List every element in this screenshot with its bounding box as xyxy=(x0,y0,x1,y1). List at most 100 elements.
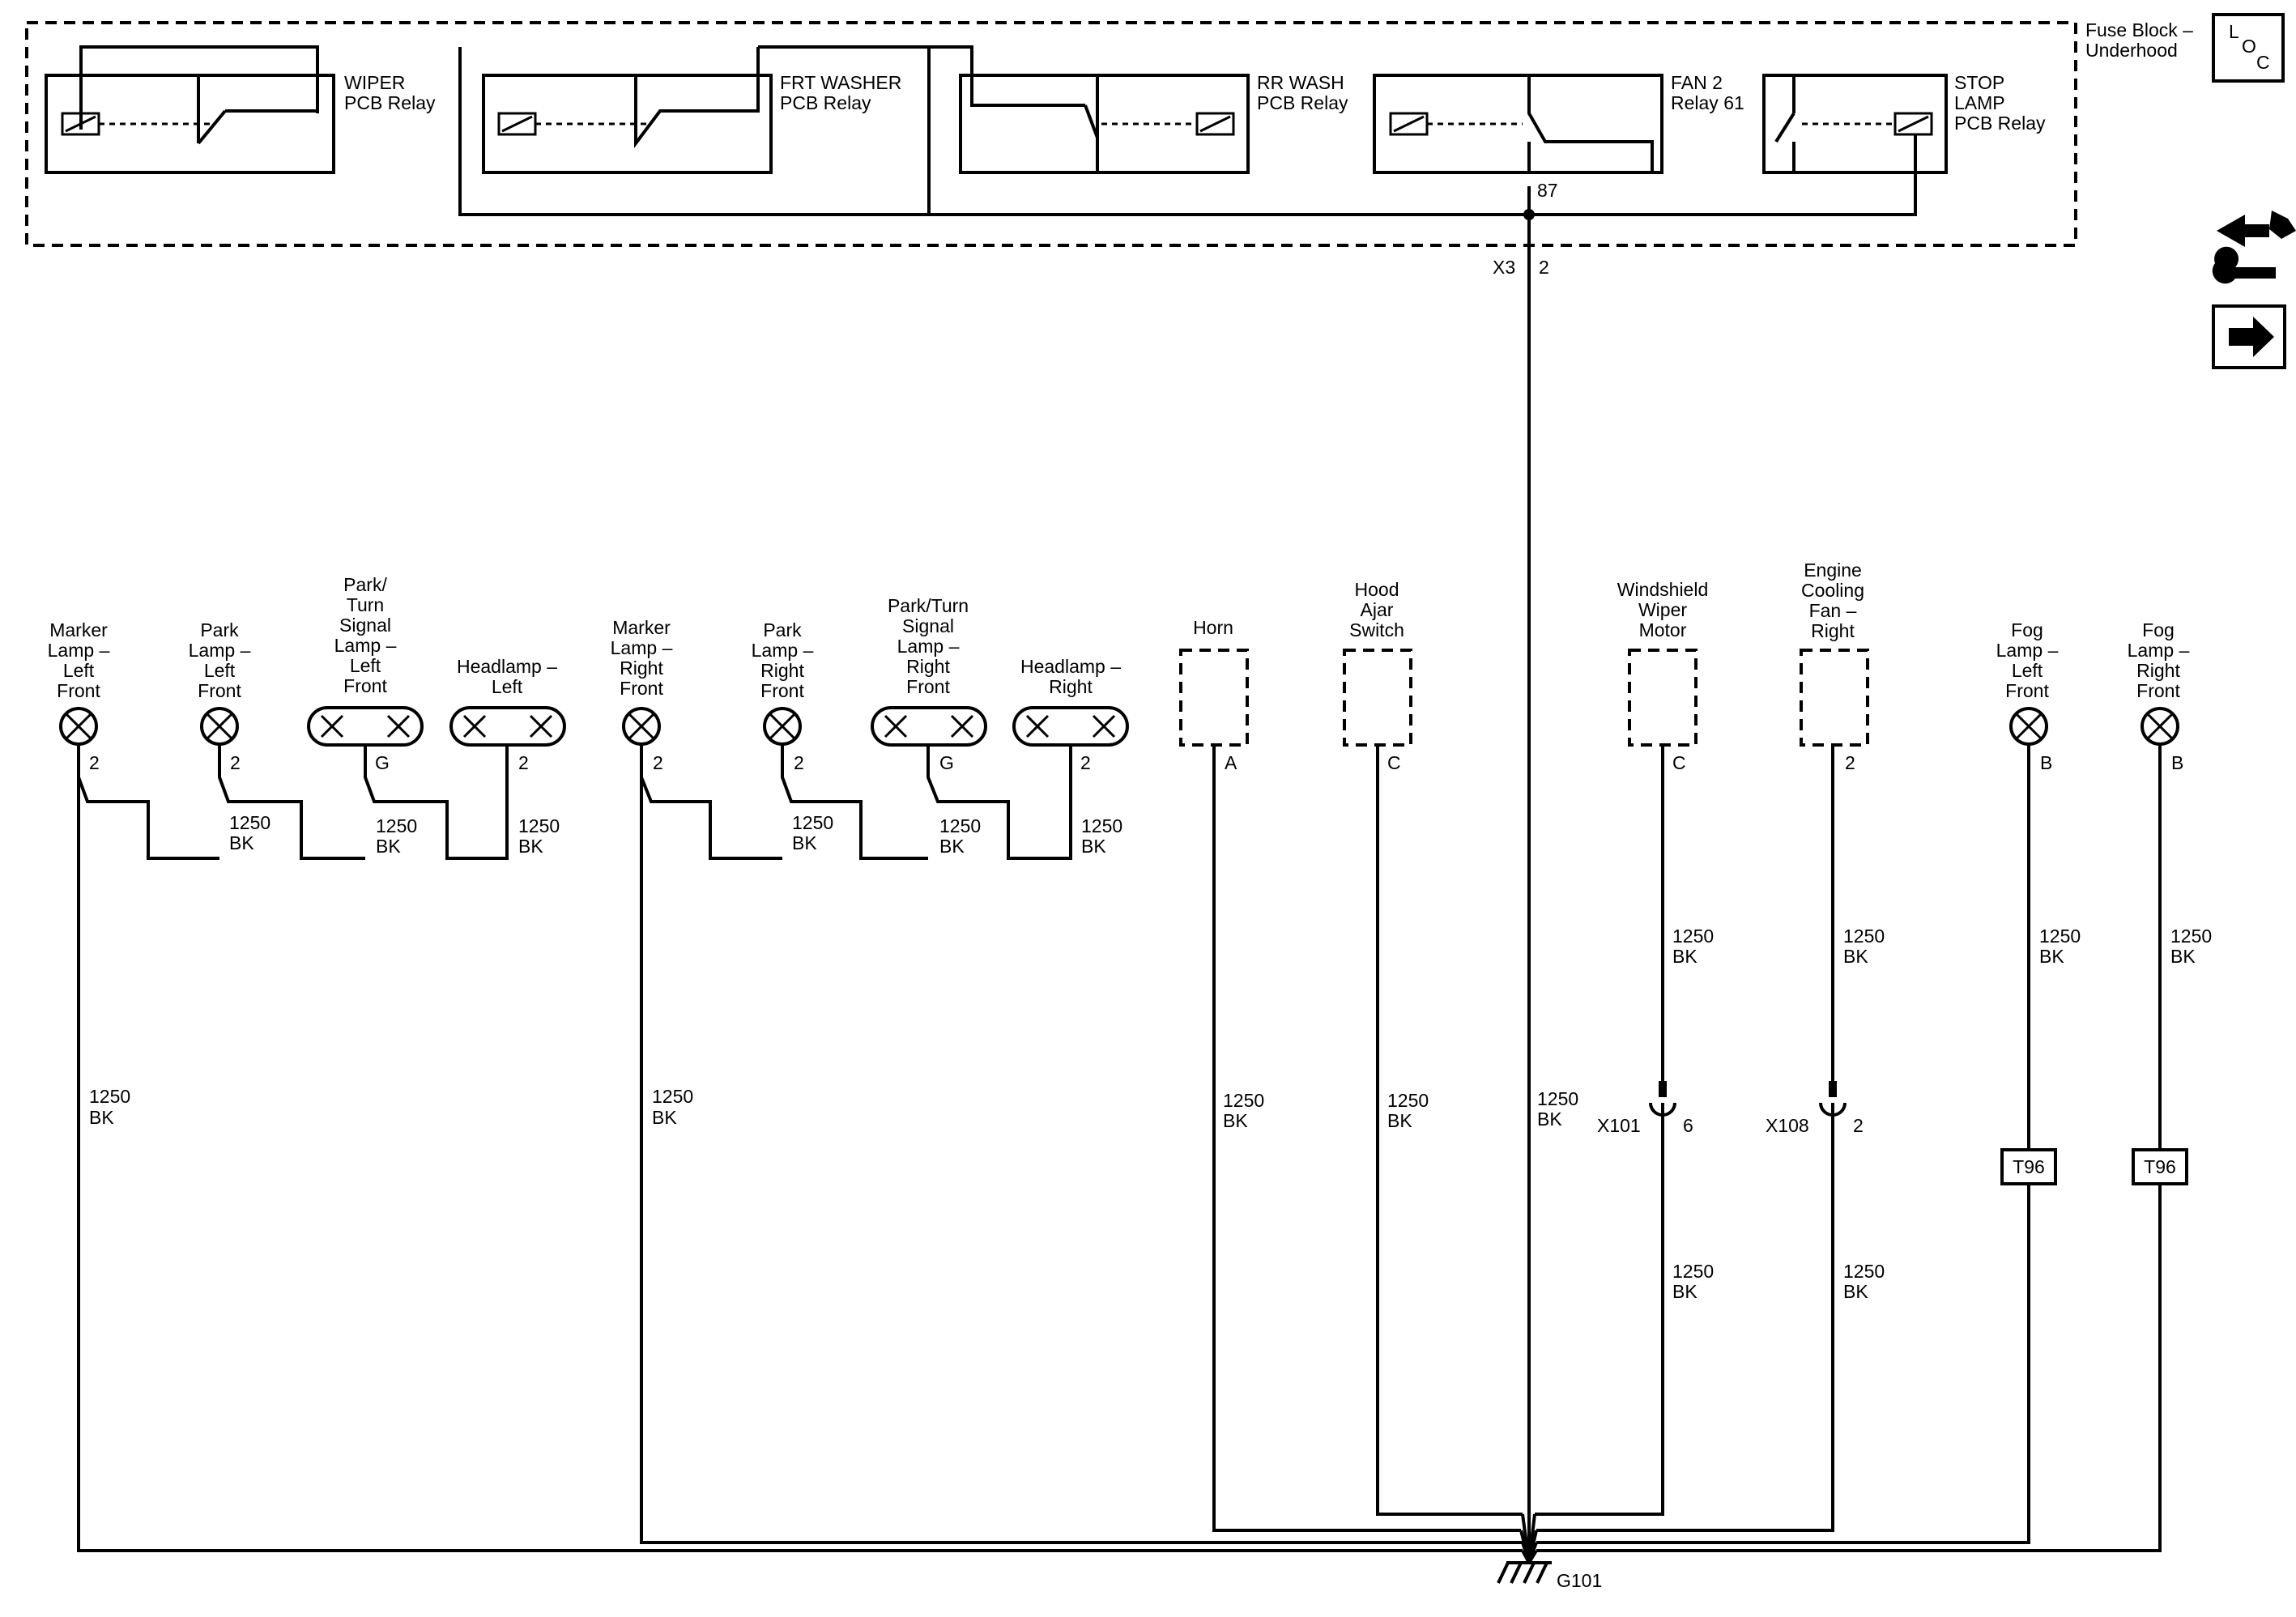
next-page-arrow-icon[interactable] xyxy=(2212,304,2286,369)
marker-lamp-right-front: Marker Lamp – Right Front 2 xyxy=(611,617,673,773)
fog-lamp-left-front: Fog Lamp – Left Front B xyxy=(1996,619,2059,773)
svg-text:1250: 1250 xyxy=(1843,926,1885,947)
connector-name: X101 xyxy=(1597,1115,1641,1136)
svg-text:1250: 1250 xyxy=(1223,1090,1264,1111)
relay-fan-2: 87 FAN 2 Relay 61 xyxy=(1373,72,1744,201)
svg-text:1250: 1250 xyxy=(1672,926,1714,947)
fog-lamp-right-front: Fog Lamp – Right Front B xyxy=(2128,619,2190,773)
svg-text:Lamp –: Lamp – xyxy=(611,637,673,658)
relay-label-line1: FRT WASHER xyxy=(780,72,901,93)
svg-text:Left: Left xyxy=(204,660,236,681)
svg-text:1250: 1250 xyxy=(2170,926,2212,947)
svg-text:1250: 1250 xyxy=(1843,1261,1885,1282)
svg-text:1250: 1250 xyxy=(2039,926,2081,947)
relay-label-line1: WIPER xyxy=(344,72,405,93)
svg-text:Switch: Switch xyxy=(1349,619,1404,640)
svg-text:1250: 1250 xyxy=(1081,815,1122,836)
relay-pin-87: 87 xyxy=(1537,180,1558,201)
connector-pin: 2 xyxy=(1853,1115,1864,1136)
svg-text:Headlamp –: Headlamp – xyxy=(457,656,557,677)
pin-label: 2 xyxy=(794,752,804,773)
svg-text:Fog: Fog xyxy=(2011,619,2043,640)
svg-text:Right: Right xyxy=(620,657,663,679)
svg-text:Front: Front xyxy=(906,676,950,697)
svg-text:Lamp –: Lamp – xyxy=(1996,640,2059,661)
svg-text:BK: BK xyxy=(1081,836,1106,857)
svg-text:T96: T96 xyxy=(2144,1156,2176,1177)
svg-text:L: L xyxy=(2229,21,2239,42)
svg-text:Headlamp –: Headlamp – xyxy=(1020,656,1121,677)
svg-text:Right: Right xyxy=(2136,660,2180,681)
svg-text:Park/: Park/ xyxy=(343,574,387,595)
svg-text:BK: BK xyxy=(939,836,965,857)
svg-text:BK: BK xyxy=(89,1107,114,1128)
feed-wire-x3: X3 2 1250 BK xyxy=(1493,215,1578,1563)
connector-x3-pin: 2 xyxy=(1539,257,1549,278)
svg-text:Right: Right xyxy=(1811,620,1855,641)
pin-label: G xyxy=(939,752,954,773)
relay-frt-washer: FRT WASHER PCB Relay xyxy=(482,45,929,174)
pin-label: B xyxy=(2171,752,2183,773)
svg-text:Cooling: Cooling xyxy=(1801,580,1864,601)
svg-text:Marker: Marker xyxy=(612,617,671,638)
svg-text:Fan –: Fan – xyxy=(1809,600,1857,621)
svg-text:1250: 1250 xyxy=(518,815,560,836)
svg-text:BK: BK xyxy=(1387,1110,1412,1131)
ground-g101: G101 xyxy=(1497,1561,1602,1591)
svg-text:BK: BK xyxy=(518,836,543,857)
svg-text:BK: BK xyxy=(2170,946,2196,967)
fuse-block-title: Fuse Block – xyxy=(2085,19,2193,40)
svg-text:Right: Right xyxy=(1049,676,1093,697)
svg-text:Left: Left xyxy=(492,676,523,697)
svg-text:Lamp –: Lamp – xyxy=(2128,640,2190,661)
connector-pin: 6 xyxy=(1683,1115,1693,1136)
relay-label-line2: PCB Relay xyxy=(344,92,436,113)
svg-text:Front: Front xyxy=(2136,680,2180,701)
svg-text:BK: BK xyxy=(792,832,817,853)
svg-text:Lamp –: Lamp – xyxy=(189,640,251,661)
svg-text:Lamp –: Lamp – xyxy=(334,635,397,656)
relay-label-line3: PCB Relay xyxy=(1954,113,2046,134)
relay-label-line1: STOP xyxy=(1954,72,2004,93)
svg-text:BK: BK xyxy=(1672,946,1698,967)
relay-label-line1: FAN 2 xyxy=(1671,72,1723,93)
pin-label: A xyxy=(1225,752,1237,773)
splice-t96-right: T96 xyxy=(2132,1148,2188,1185)
fuse-block-subtitle: Underhood xyxy=(2085,40,2178,61)
relay-label-line1: RR WASH xyxy=(1257,72,1344,93)
park-turn-signal-lamp-left-front: Park/ Turn Signal Lamp – Left Front G xyxy=(307,574,424,773)
svg-text:Hood: Hood xyxy=(1355,579,1399,600)
harness-wrench-icon[interactable] xyxy=(2212,211,2296,284)
svg-text:Turn: Turn xyxy=(347,594,384,615)
park-lamp-right-front: Park Lamp – Right Front 2 xyxy=(752,619,814,773)
ground-label: G101 xyxy=(1557,1570,1602,1591)
splice-t96-left: T96 xyxy=(2000,1148,2057,1185)
svg-text:Right: Right xyxy=(906,656,950,677)
svg-text:1250: 1250 xyxy=(376,815,417,836)
park-turn-signal-lamp-right-front: Park/Turn Signal Lamp – Right Front G xyxy=(871,595,987,773)
svg-text:Front: Front xyxy=(2005,680,2049,701)
loc-icon[interactable]: L O C xyxy=(2212,13,2285,83)
hood-ajar-switch: Hood Ajar Switch C xyxy=(1343,579,1412,773)
svg-text:1250: 1250 xyxy=(939,815,981,836)
svg-text:BK: BK xyxy=(1843,946,1868,967)
svg-text:Front: Front xyxy=(620,678,663,699)
svg-text:1250: 1250 xyxy=(652,1086,693,1107)
svg-text:Front: Front xyxy=(760,680,804,701)
inline-connector-x101: X101 6 xyxy=(1597,1065,1693,1136)
svg-text:1250: 1250 xyxy=(1672,1261,1714,1282)
relay-label-line2: PCB Relay xyxy=(1257,92,1348,113)
svg-text:1250: 1250 xyxy=(1387,1090,1429,1111)
wire-color: BK xyxy=(1537,1108,1562,1130)
svg-text:1250: 1250 xyxy=(89,1086,130,1107)
svg-text:BK: BK xyxy=(1223,1110,1248,1131)
svg-text:Front: Front xyxy=(57,680,100,701)
svg-text:Signal: Signal xyxy=(339,615,391,636)
svg-text:Park/Turn: Park/Turn xyxy=(888,595,969,616)
svg-text:Right: Right xyxy=(760,660,804,681)
svg-text:Left: Left xyxy=(350,655,381,676)
svg-text:Motor: Motor xyxy=(1639,619,1687,640)
pin-label: 2 xyxy=(1845,752,1855,773)
